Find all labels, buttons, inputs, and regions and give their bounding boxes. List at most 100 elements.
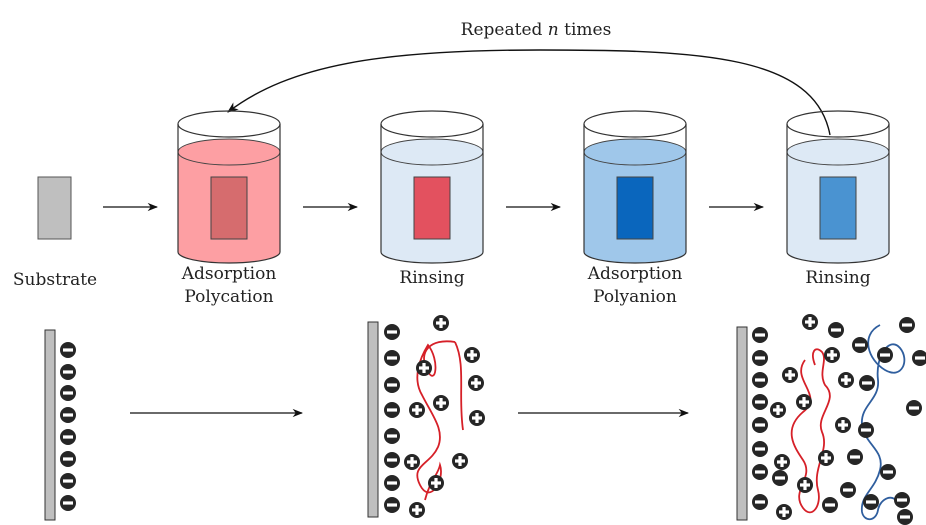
negative-charge-icon [752,494,768,510]
positive-charge-icon [835,417,851,433]
negative-charge-icon [60,342,76,358]
negative-charge-icon [60,451,76,467]
negative-charge-icon [384,475,400,491]
positive-charge-icon [770,402,786,418]
positive-charge-icon [824,347,840,363]
polycation-layer-stage [367,321,464,518]
beaker-liquid-surface [380,138,484,166]
positive-charge-icon [776,504,792,520]
positive-charge-icon [433,395,449,411]
beaker-bottom [177,251,281,264]
beaker-bottom [786,251,890,264]
negative-charge-icon [384,350,400,366]
negative-charge-icon [863,494,879,510]
negative-charge-icon [752,464,768,480]
beaker-liquid-surface [177,138,281,166]
negative-charge-icon [847,449,863,465]
negative-charge-icon [877,347,893,363]
polycation-chain [416,340,456,501]
positive-charge-icon [433,315,449,331]
negative-charge-icon [384,452,400,468]
label-adsorption-polyanion-line2: Polyanion [593,287,677,307]
polycation-chain-bilayer [790,348,831,514]
beaker-bottom [583,251,687,264]
label-rinsing-2: Rinsing [805,268,870,288]
negative-charge-icon [899,317,915,333]
repeat-arrow [227,49,831,136]
label-substrate: Substrate [13,270,97,290]
beaker-bottom [380,251,484,264]
bare-substrate-slab [44,329,56,521]
positive-charge-icon [782,367,798,383]
beaker-slide [616,176,654,240]
beaker-rim [583,110,687,138]
negative-charge-icon [828,322,844,338]
negative-charge-icon [880,464,896,480]
positive-charge-icon [452,453,468,469]
negative-charge-icon [384,428,400,444]
negative-charge-icon [840,482,856,498]
negative-charge-icon [752,441,768,457]
bare-substrate-stage [44,329,56,521]
negative-charge-icon [912,350,926,366]
negative-charge-icon [60,364,76,380]
positive-charge-icon [797,477,813,493]
negative-charge-icon [384,377,400,393]
beaker-liquid-surface [583,138,687,166]
beaker-1 [177,110,281,264]
negative-charge-icon [859,375,875,391]
negative-charge-icon [60,429,76,445]
negative-charge-icon [822,497,838,513]
negative-charge-icon [60,407,76,423]
beaker-slide [819,176,857,240]
beaker-2 [380,110,484,264]
beaker-slide [210,176,248,240]
beaker-rim [380,110,484,138]
negative-charge-icon [752,350,768,366]
positive-charge-icon [464,347,480,363]
beaker-4 [786,110,890,264]
label-adsorption-polycation-line1: Adsorption [181,264,277,284]
negative-charge-icon [60,473,76,489]
negative-charge-icon [752,417,768,433]
positive-charge-icon [796,394,812,410]
negative-charge-icon [60,385,76,401]
positive-charge-icon [818,450,834,466]
negative-charge-icon [384,497,400,513]
negative-charge-icon [384,402,400,418]
negative-charge-icon [752,327,768,343]
polycation-chain-tail [454,341,464,431]
label-adsorption-polycation-line2: Polycation [184,287,273,307]
positive-charge-icon [404,454,420,470]
negative-charge-icon [906,400,922,416]
positive-charge-icon [409,502,425,518]
positive-charge-icon [774,454,790,470]
coated-substrate-slab-2 [736,326,748,521]
negative-charge-icon [858,422,874,438]
negative-charge-icon [752,394,768,410]
negative-charge-icon [897,509,913,525]
positive-charge-icon [838,372,854,388]
positive-charge-icon [428,475,444,491]
beaker-rim [786,110,890,138]
negative-charge-icon [852,337,868,353]
coated-substrate-slab-1 [367,321,379,518]
negative-charge-icon [894,492,910,508]
beaker-3 [583,110,687,264]
beaker-liquid-surface [786,138,890,166]
negative-charge-icon [772,470,788,486]
beaker-rim [177,110,281,138]
positive-charge-icon [802,314,818,330]
negative-charge-icon [60,495,76,511]
negative-charge-icon [384,324,400,340]
substrate-slide [37,176,72,240]
label-adsorption-polyanion-line1: Adsorption [587,264,683,284]
positive-charge-icon [468,375,484,391]
beaker-slide [413,176,451,240]
repeat-label: Repeated n times [461,20,612,40]
negative-charge-icon [752,372,768,388]
label-rinsing-1: Rinsing [399,268,464,288]
positive-charge-icon [416,360,432,376]
